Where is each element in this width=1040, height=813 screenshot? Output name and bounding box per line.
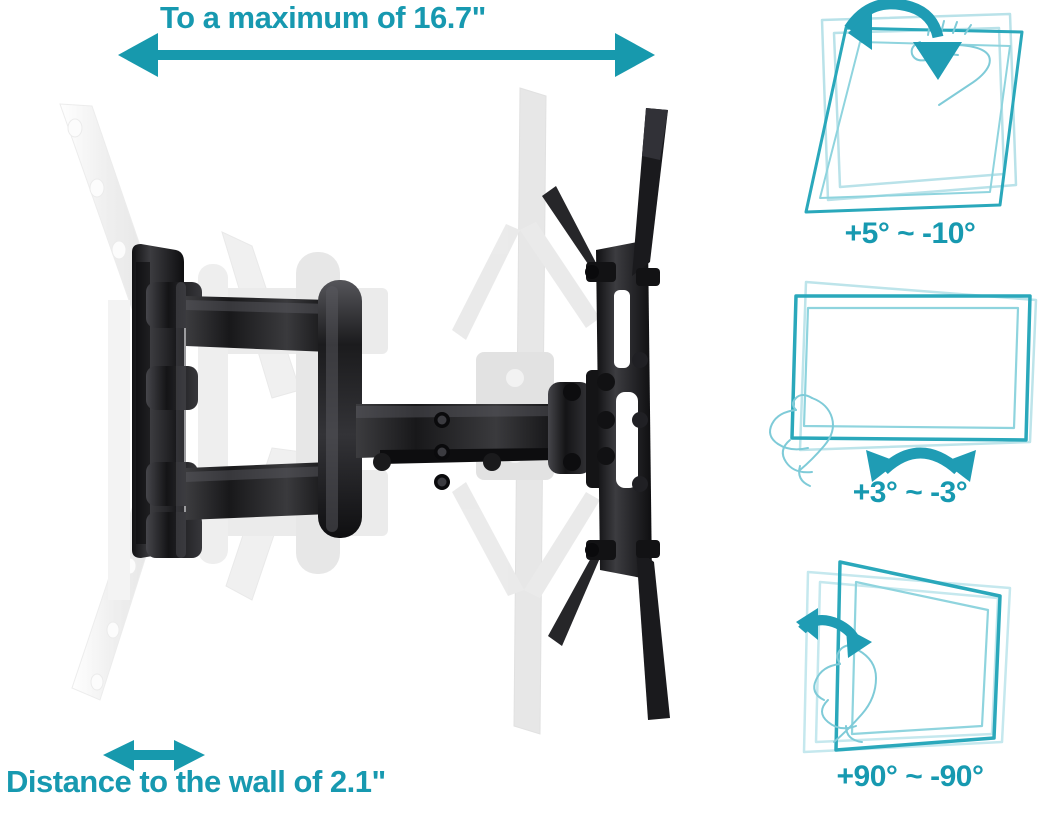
swivel-arrow-icon	[796, 608, 872, 658]
upper-articulating-arm	[186, 296, 330, 352]
max-extension-arrow	[118, 33, 655, 77]
swivel-range-label: +90° ~ -90°	[836, 760, 984, 793]
tv-bracket	[542, 108, 670, 720]
ghost-center-tv-bracket	[452, 87, 600, 735]
level-arrow-icon	[866, 447, 976, 482]
level-front-screen-inner	[802, 306, 1020, 430]
max-extension-label: To a maximum of 16.7"	[160, 0, 486, 35]
wall-distance-arrow	[103, 740, 205, 771]
swivel-hand-icon	[813, 644, 877, 743]
level-ghost-screen	[798, 280, 1038, 452]
level-front-screen	[790, 294, 1032, 442]
wall-distance-label: Distance to the wall of 2.1"	[6, 764, 386, 799]
swivel-front-screen	[834, 560, 1002, 752]
tilt-range-label: +5° ~ -10°	[844, 217, 976, 250]
level-hand-icon	[769, 394, 834, 487]
wall-plate	[132, 244, 202, 558]
extension-arm	[356, 404, 556, 490]
swivel-front-screen-inner	[850, 580, 990, 736]
level-range-label: +3° ~ -3°	[852, 476, 968, 509]
lower-articulating-arm	[186, 462, 330, 520]
tilt-arrow-icon	[844, 0, 962, 80]
elbow-joint-barrel	[318, 280, 362, 538]
